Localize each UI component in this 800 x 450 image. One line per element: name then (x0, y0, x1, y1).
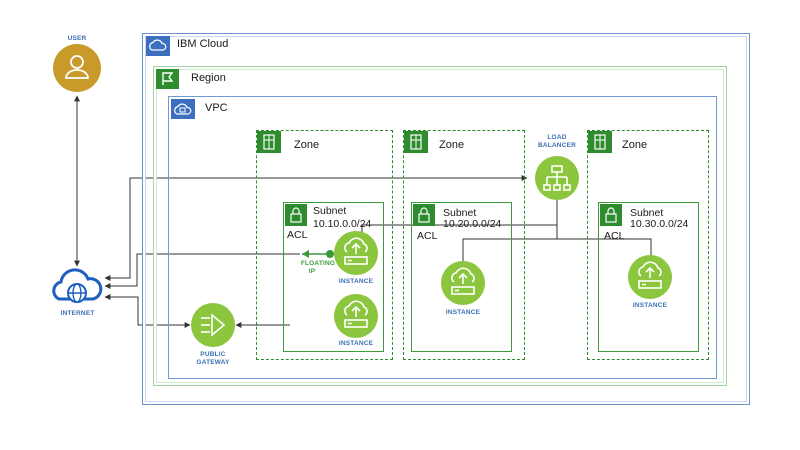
subnet-1-cidr: 10.10.0.0/24 (313, 218, 372, 230)
vpc-label: VPC (205, 102, 228, 114)
lock-icon (285, 204, 307, 226)
floating-ip-icon (302, 250, 334, 258)
ibm-cloud-container (142, 33, 750, 405)
ibm-cloud-label: IBM Cloud (177, 38, 229, 50)
link-lb-instance-1 (361, 224, 557, 232)
subnet-2-acl: ACL (417, 230, 438, 242)
instance-3-label: INSTANCE (445, 309, 481, 316)
cloud-upload-instance-icon (334, 231, 378, 275)
cloud-upload-instance-icon (628, 255, 672, 299)
vpc-container (168, 96, 717, 379)
gateway-icon (191, 303, 235, 347)
instance-1-label: INSTANCE (338, 278, 374, 285)
instance-4-label: INSTANCE (632, 302, 668, 309)
subnet-2-cidr: 10.20.0.0/24 (443, 218, 502, 230)
lock-icon (413, 204, 435, 226)
region-container (153, 66, 727, 386)
subnet-3-container (598, 202, 699, 352)
link-internet-gateway (104, 294, 191, 328)
region-label: Region (191, 72, 226, 84)
subnet-1-acl: ACL (287, 229, 308, 241)
lock-icon (600, 204, 622, 226)
server-rack-icon (404, 131, 428, 153)
subnet-3-title: Subnet (630, 207, 664, 219)
cloud-upload-instance-icon (441, 261, 485, 305)
load-balancer-label-1: LOAD (547, 134, 567, 141)
ibm-cloud-icon (146, 36, 170, 56)
link-internet-load-balancer (104, 175, 528, 281)
zone-2-label: Zone (439, 139, 465, 151)
vpc-cloud-icon (171, 99, 195, 119)
zone-2-container (403, 130, 525, 360)
user-icon (53, 44, 101, 92)
subnet-1-title: Subnet (313, 205, 347, 217)
subnet-2-title: Subnet (443, 207, 477, 219)
user-label: USER (67, 35, 87, 42)
zone-3-container (587, 130, 709, 360)
link-internet-floating-ip (104, 253, 300, 289)
subnet-1-container (283, 202, 384, 352)
zone-3-label: Zone (622, 139, 648, 151)
instance-2-label: INSTANCE (338, 340, 374, 347)
zone-1-label: Zone (294, 139, 320, 151)
load-balancer-icon (535, 156, 579, 200)
subnet-2-container (411, 202, 512, 352)
public-gateway-label-1: PUBLIC (200, 351, 226, 358)
zone-1-container (256, 130, 393, 360)
floating-ip-label-1: FLOATING (300, 260, 336, 267)
server-rack-icon (257, 131, 281, 153)
flag-icon (156, 69, 179, 89)
globe-cloud-icon (52, 268, 103, 303)
cloud-upload-instance-icon (334, 294, 378, 338)
internet-label: INTERNET (60, 310, 95, 317)
server-rack-icon (588, 131, 612, 153)
public-gateway-label-2: GATEWAY (196, 359, 230, 366)
floating-ip-label-2: IP (308, 268, 316, 275)
load-balancer-label-2: BALANCER (537, 142, 577, 149)
subnet-3-cidr: 10.30.0.0/24 (630, 218, 689, 230)
subnet-3-acl: ACL (604, 230, 625, 242)
link-lb-instance-2 (462, 238, 652, 262)
